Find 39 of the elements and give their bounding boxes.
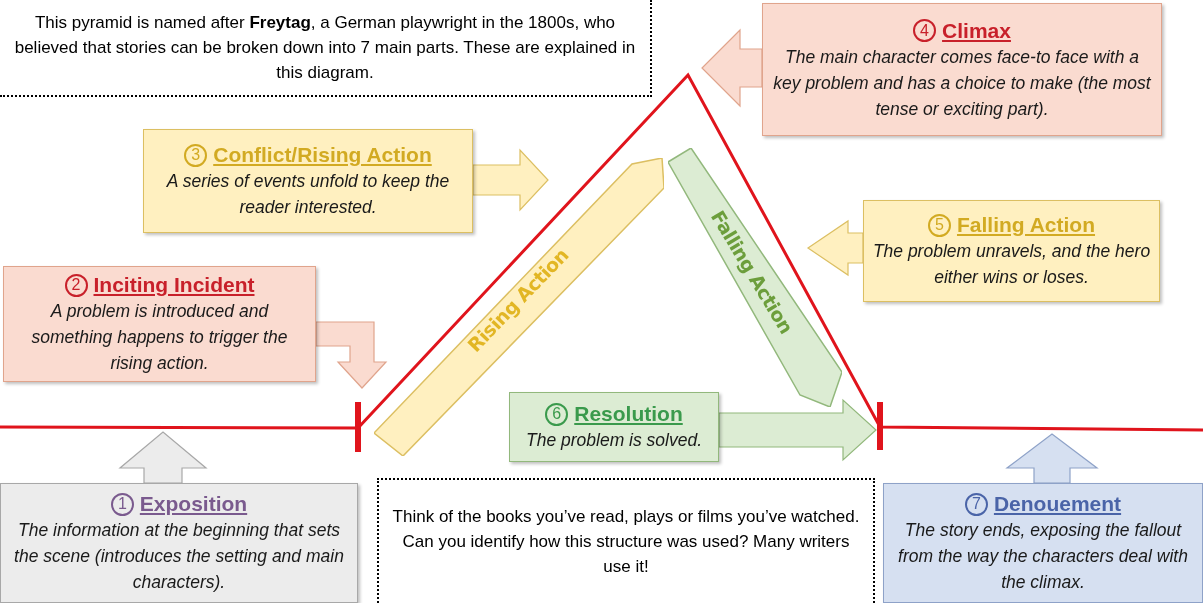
step-number: 6 bbox=[545, 402, 569, 426]
block-arrow bbox=[315, 321, 388, 389]
step-number: 5 bbox=[927, 213, 951, 237]
step-heading: Conflict/Rising Action bbox=[213, 142, 432, 168]
note-box bbox=[0, 0, 652, 97]
callout-box bbox=[883, 483, 1203, 603]
step-description: A problem is introduced and something happens to trigger the rising action. bbox=[30, 300, 289, 375]
block-arrow bbox=[472, 148, 549, 212]
step-heading: Climax bbox=[942, 17, 1011, 44]
block-arrow bbox=[118, 431, 208, 484]
step-description: The story ends, exposing the fallout from the way the characters deal with the climax. bbox=[897, 519, 1189, 594]
step-description: The main character comes face-to face with a key problem and has a choice to make (the most tense or exciting part). bbox=[772, 45, 1152, 121]
block-arrow bbox=[701, 28, 763, 108]
callout-box bbox=[509, 392, 719, 462]
step-description: The problem unravels, and the hero either wins or loses. bbox=[872, 240, 1151, 289]
step-number: 1 bbox=[110, 492, 134, 516]
callout-box bbox=[143, 129, 473, 233]
block-arrow bbox=[718, 398, 877, 462]
note-box bbox=[377, 478, 875, 603]
step-number: 2 bbox=[64, 273, 88, 297]
step-heading: Resolution bbox=[574, 401, 683, 427]
callout-box bbox=[0, 483, 358, 603]
step-description: A series of events unfold to keep the reader interested. bbox=[165, 170, 451, 219]
block-arrow bbox=[1005, 433, 1099, 484]
step-heading: Exposition bbox=[139, 491, 248, 517]
step-heading: Denouement bbox=[993, 491, 1122, 517]
block-arrow bbox=[806, 219, 864, 277]
step-number: 3 bbox=[184, 143, 208, 167]
step-heading: Falling Action bbox=[956, 212, 1096, 238]
step-description: The information at the beginning that sets the scene (introduces the setting and main characters). bbox=[13, 519, 345, 594]
step-description: The problem is solved. bbox=[525, 429, 703, 452]
step-number: 4 bbox=[913, 19, 937, 42]
callout-box bbox=[3, 266, 316, 382]
callout-box bbox=[762, 3, 1162, 136]
step-number: 7 bbox=[964, 492, 988, 516]
note-text: This pyramid is named after Freytag, a German playwright in the 1800s, who believed that stories can be broken down into 7 main parts. These are explained in this diagram. bbox=[13, 12, 637, 84]
note-text: Think of the books you’ve read, plays or films you’ve watched. Can you identify how this structure was used? Many writers use it! bbox=[391, 506, 861, 578]
callout-box bbox=[863, 200, 1160, 302]
step-heading: Inciting Incident bbox=[93, 272, 255, 298]
